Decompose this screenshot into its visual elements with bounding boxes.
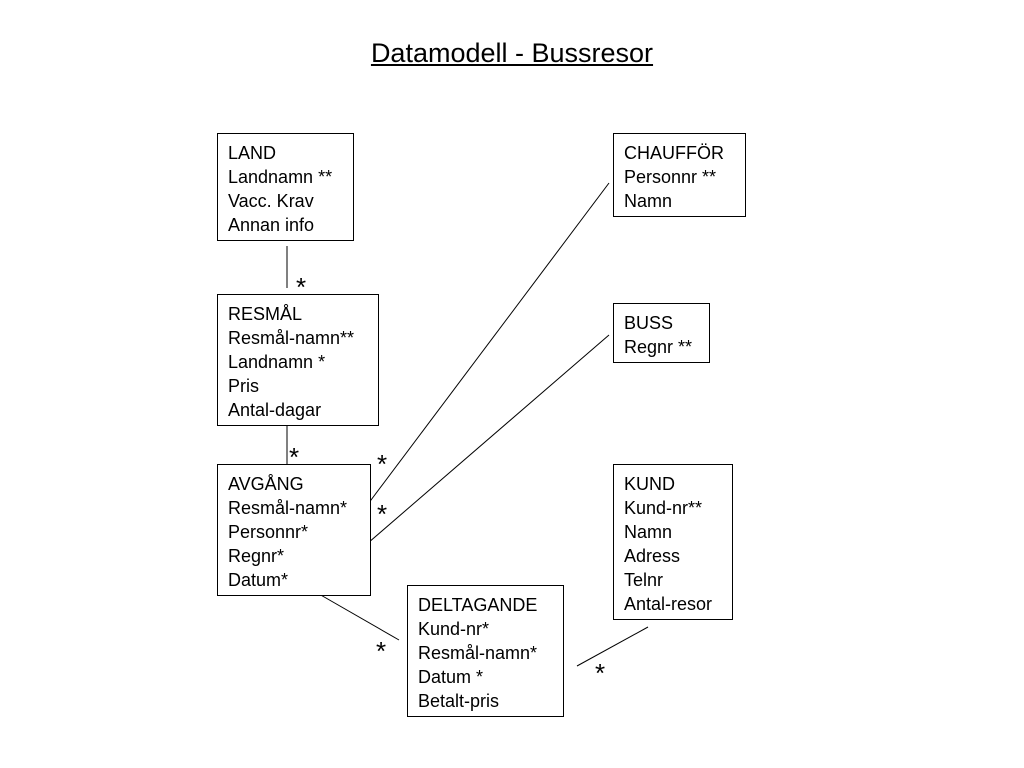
cardinality-marker-kund-deltagande: * <box>595 658 606 688</box>
entity-buss-attr: Regnr ** <box>624 337 693 357</box>
entity-avgang-attr: Resmål-namn* <box>228 498 348 518</box>
entity-resmal-attr: Landnamn * <box>228 352 326 372</box>
link-kund-deltagande <box>576 626 649 667</box>
entity-land-attr: Vacc. Krav <box>228 191 314 211</box>
entity-chauffor-attr: Namn <box>624 191 673 211</box>
entity-resmal-attr: Antal-dagar <box>228 400 322 420</box>
entity-land-name: LAND <box>228 143 277 163</box>
entity-land-attr: Landnamn ** <box>228 167 333 187</box>
entity-resmal-attr: Resmål-namn** <box>228 328 355 348</box>
entity-buss-name: BUSS <box>624 313 674 333</box>
entity-buss: BUSS Regnr ** <box>613 303 710 363</box>
link-chauffor-avgang <box>367 182 610 505</box>
entity-resmal: RESMÅL Resmål-namn** Landnamn * Pris Ant… <box>217 294 379 426</box>
cardinality-marker-chauffor-avgang: * <box>377 449 388 479</box>
entity-kund-attr: Telnr <box>624 570 664 590</box>
link-avgang-deltagande <box>318 593 400 641</box>
entity-kund-attr: Kund-nr** <box>624 498 703 518</box>
entity-kund-attr: Namn <box>624 522 673 542</box>
entity-avgang-attr: Regnr* <box>228 546 285 566</box>
entity-resmal-name: RESMÅL <box>228 304 303 324</box>
diagram-title: Datamodell - Bussresor <box>370 38 654 68</box>
entity-avgang-name: AVGÅNG <box>228 474 304 494</box>
entity-deltagande-name: DELTAGANDE <box>418 595 538 615</box>
entity-deltagande: DELTAGANDE Kund-nr* Resmål-namn* Datum *… <box>407 585 564 717</box>
cardinality-marker-avgang-deltagande: * <box>376 636 387 666</box>
entity-avgang-attr: Personnr* <box>228 522 309 542</box>
entity-land: LAND Landnamn ** Vacc. Krav Annan info <box>217 133 354 241</box>
cardinality-marker-land-resmal: * <box>296 272 307 302</box>
cardinality-marker-resmal-avgang: * <box>289 442 300 472</box>
entity-chauffor-attr: Personnr ** <box>624 167 717 187</box>
entity-chauffor-name: CHAUFFÖR <box>624 143 724 163</box>
entity-deltagande-attr: Kund-nr* <box>418 619 490 639</box>
entity-resmal-attr: Pris <box>228 376 259 396</box>
entity-chauffor: CHAUFFÖR Personnr ** Namn <box>613 133 746 217</box>
entity-avgang: AVGÅNG Resmål-namn* Personnr* Regnr* Dat… <box>217 464 371 596</box>
entity-deltagande-attr: Resmål-namn* <box>418 643 538 663</box>
entity-kund: KUND Kund-nr** Namn Adress Telnr Antal-r… <box>613 464 733 620</box>
entity-land-attr: Annan info <box>228 215 315 235</box>
link-buss-avgang <box>367 334 610 544</box>
entity-deltagande-attr: Datum * <box>418 667 484 687</box>
entity-kund-attr: Adress <box>624 546 681 566</box>
entity-deltagande-attr: Betalt-pris <box>418 691 500 711</box>
entity-avgang-attr: Datum* <box>228 570 289 590</box>
cardinality-marker-buss-avgang: * <box>377 499 388 529</box>
entity-kund-name: KUND <box>624 474 676 494</box>
entity-kund-attr: Antal-resor <box>624 594 713 614</box>
